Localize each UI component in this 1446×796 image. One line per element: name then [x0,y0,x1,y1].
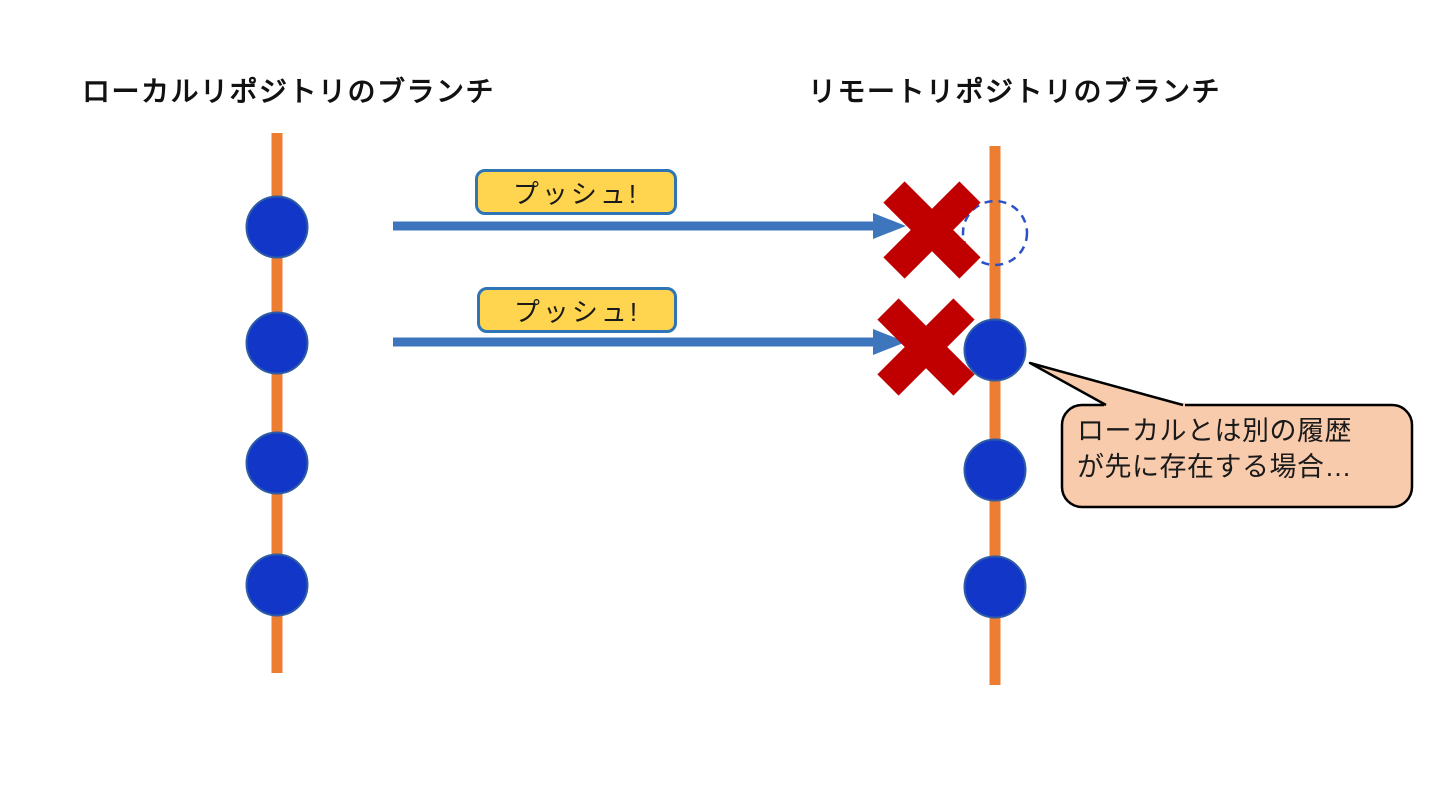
remote-commit-node-3 [963,555,1027,619]
ghost-commit-icon [961,199,1029,267]
push-arrow-2-head [873,329,906,355]
remote-commit-node-2 [963,438,1027,502]
local-commit-node-3 [245,431,309,495]
push-arrow-1-head [873,213,906,239]
reject-x-icon-2-stroke-b [877,298,975,396]
push-label-1: プッシュ! [475,169,677,215]
local-commit-node-4 [245,553,309,617]
remote-commit-node-1 [963,318,1027,382]
local-branch-title: ローカルリポジトリのブランチ [82,76,496,107]
speech-bubble-text: ローカルとは別の履歴 が先に存在する場合… [1077,416,1352,482]
remote-branch-title: リモートリポジトリのブランチ [808,76,1222,107]
push-label-2: プッシュ! [477,287,677,333]
speech-bubble-tail [1028,361,1184,407]
reject-x-icon-2 [877,298,975,396]
reject-x-icon-1-stroke-b [883,181,981,279]
local-commit-node-2 [245,311,309,375]
local-commit-node-1 [245,195,309,259]
speech-bubble [1060,403,1414,509]
reject-x-icon-1 [883,181,981,279]
